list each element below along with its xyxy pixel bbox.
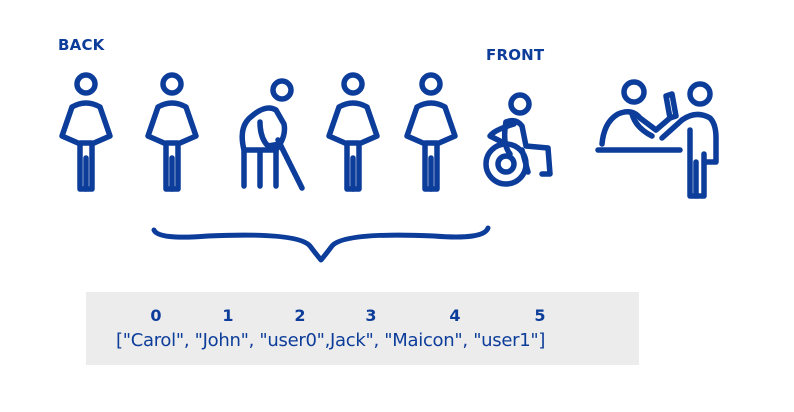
array-index: 1 bbox=[222, 306, 234, 325]
array-index: 0 bbox=[150, 306, 162, 325]
array-separator: , bbox=[183, 330, 190, 351]
back-label: BACK bbox=[58, 36, 105, 54]
front-label: FRONT bbox=[486, 46, 545, 64]
array-open-bracket: [ bbox=[116, 330, 123, 351]
array-item: "Maicon" bbox=[384, 330, 463, 351]
array-separator: , bbox=[462, 330, 468, 351]
array-literal: ["Carol", "John", "user0",Jack", "Maicon… bbox=[116, 330, 545, 351]
standing-person-icon bbox=[326, 72, 380, 192]
array-panel: 0 1 2 3 4 5 ["Carol", "John", "user0",Ja… bbox=[86, 292, 639, 365]
service-counter-icon bbox=[595, 79, 719, 199]
array-item: "Carol" bbox=[122, 330, 184, 351]
standing-person-icon bbox=[404, 72, 458, 192]
array-index: 5 bbox=[534, 306, 546, 325]
standing-person-icon bbox=[59, 72, 113, 192]
array-item: "user1" bbox=[473, 330, 539, 351]
array-close-bracket: ] bbox=[538, 330, 546, 351]
array-index: 3 bbox=[365, 306, 377, 325]
array-separator: , bbox=[248, 330, 255, 351]
array-separator: , bbox=[324, 330, 331, 351]
elderly-person-with-cane-icon bbox=[239, 78, 305, 191]
standing-person-icon bbox=[145, 72, 199, 192]
array-index: 2 bbox=[294, 306, 306, 325]
array-item: Jack" bbox=[330, 330, 374, 351]
array-separator: , bbox=[373, 330, 379, 351]
curly-brace-icon bbox=[151, 225, 491, 263]
wheelchair-user-icon bbox=[483, 92, 553, 187]
array-item: "user0" bbox=[259, 330, 325, 351]
array-item: "John" bbox=[194, 330, 249, 351]
array-index: 4 bbox=[449, 306, 461, 325]
